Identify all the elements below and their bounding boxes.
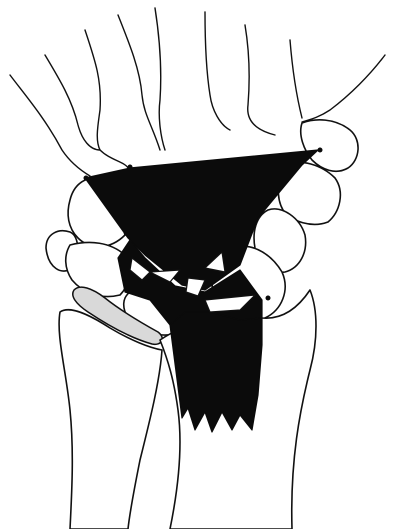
attachment-dot <box>266 296 271 301</box>
metacarpal-3-inner <box>205 12 230 130</box>
metacarpal-2-inner <box>290 40 302 118</box>
metacarpal-1 <box>302 55 385 122</box>
radiocarpal-ligament-band <box>170 312 262 432</box>
attachment-dot <box>128 165 133 170</box>
attachment-dot <box>84 176 89 181</box>
metacarpal-2 <box>245 25 275 135</box>
attachment-dot <box>318 148 323 153</box>
metacarpal-3 <box>155 8 165 150</box>
metacarpal-4-inner <box>118 15 160 150</box>
